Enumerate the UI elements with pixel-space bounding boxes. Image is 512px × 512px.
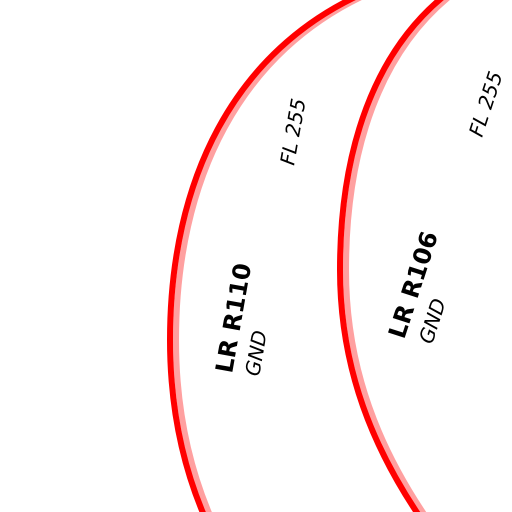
area-r106-boundary: [336, 0, 451, 512]
area-r110-boundary: [166, 0, 363, 512]
area-r110-upper-limit: FL 255: [275, 97, 310, 167]
area-r106-upper-limit: FL 255: [464, 68, 508, 139]
area-r110-boundary-halo: [172, 0, 363, 512]
area-r106-boundary-halo: [342, 0, 451, 512]
area-r106-boundary-line: [336, 0, 445, 512]
area-r110-boundary-line: [166, 0, 357, 512]
area-r110-lower-limit: GND: [240, 329, 272, 378]
